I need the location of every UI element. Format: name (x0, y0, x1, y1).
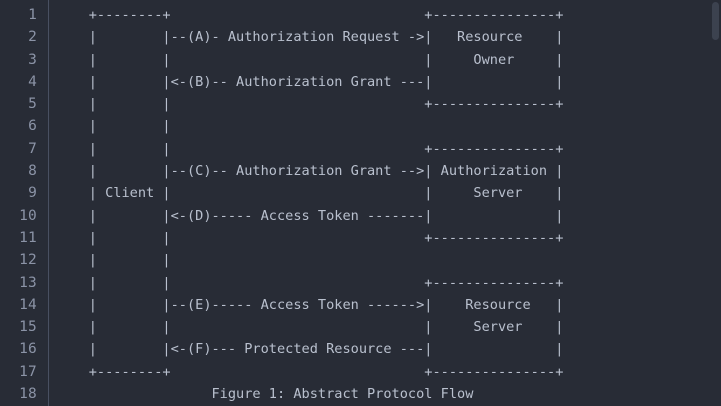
code-line: | |<-(F)--- Protected Resource ---| | (56, 341, 564, 358)
line-number: 5 (28, 96, 37, 113)
line-number: 13 (19, 274, 37, 291)
line-number: 2 (28, 29, 37, 46)
code-line: | | +---------------+ (56, 229, 564, 246)
code-line: | | +---------------+ (56, 140, 564, 157)
line-number: 17 (19, 363, 37, 380)
code-line: | Client | | Server | (56, 185, 564, 202)
code-line: | |--(C)-- Authorization Grant -->| Auth… (56, 163, 564, 180)
line-number: 9 (28, 185, 37, 202)
line-number: 7 (28, 140, 37, 157)
code-line: | |<-(B)-- Authorization Grant ---| | (56, 73, 564, 90)
line-number: 11 (19, 229, 37, 246)
code-line: | |--(E)----- Access Token ------>| Reso… (56, 296, 564, 313)
code-line: Figure 1: Abstract Protocol Flow (56, 386, 474, 403)
gutter-divider (48, 0, 49, 406)
line-number: 16 (19, 341, 37, 358)
code-line: +--------+ +---------------+ (56, 7, 564, 23)
code-line: | | | Owner | (56, 51, 564, 68)
code-content-area[interactable]: +--------+ +---------------+ | |--(A)- A… (49, 0, 721, 406)
line-number: 15 (19, 319, 37, 336)
line-number: 3 (28, 51, 37, 68)
code-line: | | +---------------+ (56, 274, 564, 291)
code-line: | |<-(D)----- Access Token -------| | (56, 207, 564, 224)
code-line-list: +--------+ +---------------+ | |--(A)- A… (56, 4, 721, 405)
code-line: | | +---------------+ (56, 96, 564, 113)
line-number: 10 (19, 207, 37, 224)
line-number: 6 (28, 118, 37, 135)
code-line: | | (56, 252, 171, 269)
line-number: 14 (19, 296, 37, 313)
vertical-scrollbar[interactable] (710, 0, 721, 406)
line-number: 4 (28, 73, 37, 90)
line-number: 1 (28, 7, 37, 23)
code-line: +--------+ +---------------+ (56, 363, 564, 380)
scrollbar-thumb[interactable] (712, 2, 719, 40)
code-line: | | (56, 118, 171, 135)
code-line: | |--(A)- Authorization Request ->| Reso… (56, 29, 564, 46)
line-number: 18 (19, 386, 37, 403)
code-line: | | | Server | (56, 319, 564, 336)
line-number: 12 (19, 252, 37, 269)
line-number: 8 (28, 163, 37, 180)
